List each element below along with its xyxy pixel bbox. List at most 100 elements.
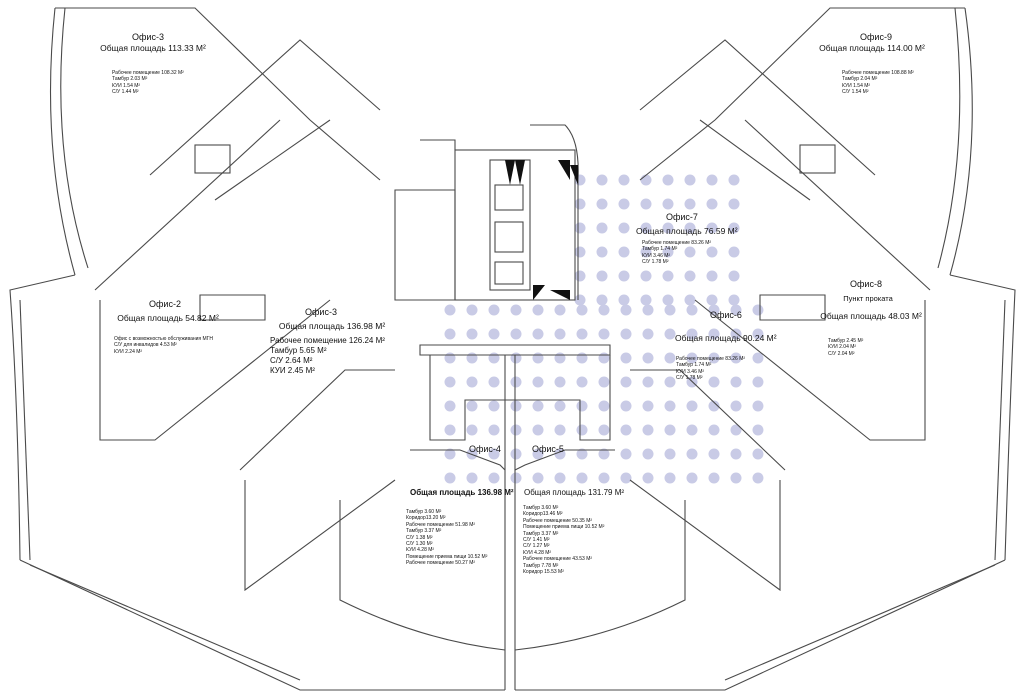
column-marker [466,352,478,364]
column-marker [466,376,478,388]
column-marker [686,424,698,436]
office-7-details: Рабочее помещение 83.26 М² Тамбур 1.74 М… [642,240,711,266]
column-marker [574,294,586,306]
detail-line: Тамбур 3.60 М² [523,505,559,511]
office-4-area: Общая площадь 136.98 М² [410,488,514,497]
column-marker [488,352,500,364]
column-marker [686,352,698,364]
office-8-subtitle: Пункт проката [843,294,893,303]
column-marker [488,376,500,388]
office-6-details: Рабочее помещение 83.26 М² Тамбур 1.74 М… [676,356,745,382]
column-marker [642,376,654,388]
detail-line: Помещение приема пищи 10.52 М² [406,553,488,560]
column-marker [642,472,654,484]
detail-line: Рабочее помещение 108.32 М² [112,70,184,76]
column-marker [598,472,610,484]
column-marker [728,222,740,234]
column-marker [618,222,630,234]
column-marker [730,472,742,484]
column-marker [640,222,652,234]
column-marker [708,472,720,484]
column-marker [640,294,652,306]
column-marker [532,472,544,484]
column-marker [728,270,740,282]
column-marker [466,424,478,436]
column-marker [752,376,764,388]
column-marker [488,328,500,340]
detail-line: Рабочее помещение 50.35 М² [523,517,593,524]
detail-line: С/У 1.38 М² [406,534,433,541]
column-marker [510,472,522,484]
column-marker [510,376,522,388]
column-marker [620,304,632,316]
column-marker [444,400,456,412]
column-marker [510,328,522,340]
column-marker [510,352,522,364]
column-marker [598,328,610,340]
column-marker [640,270,652,282]
office-8-details: Тамбур 2.45 М² КУИ 2.04 М² С/У 2.04 М² [828,338,863,357]
column-marker [662,222,674,234]
column-marker [642,304,654,316]
detail-line: Тамбур 7.78 М² [523,562,559,569]
detail-line: С/У для инвалидов 4.53 М² [114,342,177,349]
detail-line: Тамбур 2.45 М² [828,338,864,344]
column-marker [598,352,610,364]
detail-line: КУИ 2.45 М² [270,366,315,375]
column-marker [620,328,632,340]
column-marker [488,400,500,412]
column-marker [510,304,522,316]
column-marker [596,294,608,306]
office-5-area: Общая площадь 131.79 М² [524,488,625,497]
column-marker [532,400,544,412]
column-marker [706,198,718,210]
column-marker [574,246,586,258]
column-marker [708,376,720,388]
column-marker [664,376,676,388]
column-marker [664,400,676,412]
column-marker [488,424,500,436]
column-marker [642,424,654,436]
column-marker [662,270,674,282]
column-marker [532,304,544,316]
column-marker [642,400,654,412]
column-marker [596,198,608,210]
detail-line: Рабочее помещение 50.27 М² [406,560,476,567]
column-marker [576,352,588,364]
detail-line: Тамбур 2.04 М² [842,76,878,83]
column-marker [444,376,456,388]
column-marker [554,376,566,388]
detail-line: С/У 1.30 М² [406,541,433,548]
column-marker [466,304,478,316]
column-marker [686,328,698,340]
column-marker [728,198,740,210]
detail-line: Тамбур 1.74 М² [676,362,712,369]
column-marker [576,424,588,436]
column-marker [752,352,764,364]
detail-line: Тамбур 1.74 М² [642,246,678,253]
column-marker [642,448,654,460]
column-marker [640,198,652,210]
detail-line: С/У 2.64 М² [270,356,313,365]
column-marker [618,174,630,186]
column-marker [730,400,742,412]
column-marker [618,246,630,258]
column-marker [596,174,608,186]
office-3-top-area: Общая площадь 113.33 М² [100,43,206,53]
detail-line: Помещение приема пищи 10.52 М² [523,524,605,531]
column-marker [574,222,586,234]
column-marker [620,472,632,484]
office-3-mid-area: Общая площадь 136.98 М² [278,321,386,331]
column-marker [664,448,676,460]
detail-line: Коридор 15.53 М² [523,569,564,576]
column-marker [596,222,608,234]
column-marker [706,270,718,282]
column-marker [752,304,764,316]
column-marker [664,424,676,436]
detail-line: Тамбур 3.37 М² [523,530,559,537]
column-marker [444,472,456,484]
column-marker [686,448,698,460]
column-marker [664,304,676,316]
column-marker [684,222,696,234]
